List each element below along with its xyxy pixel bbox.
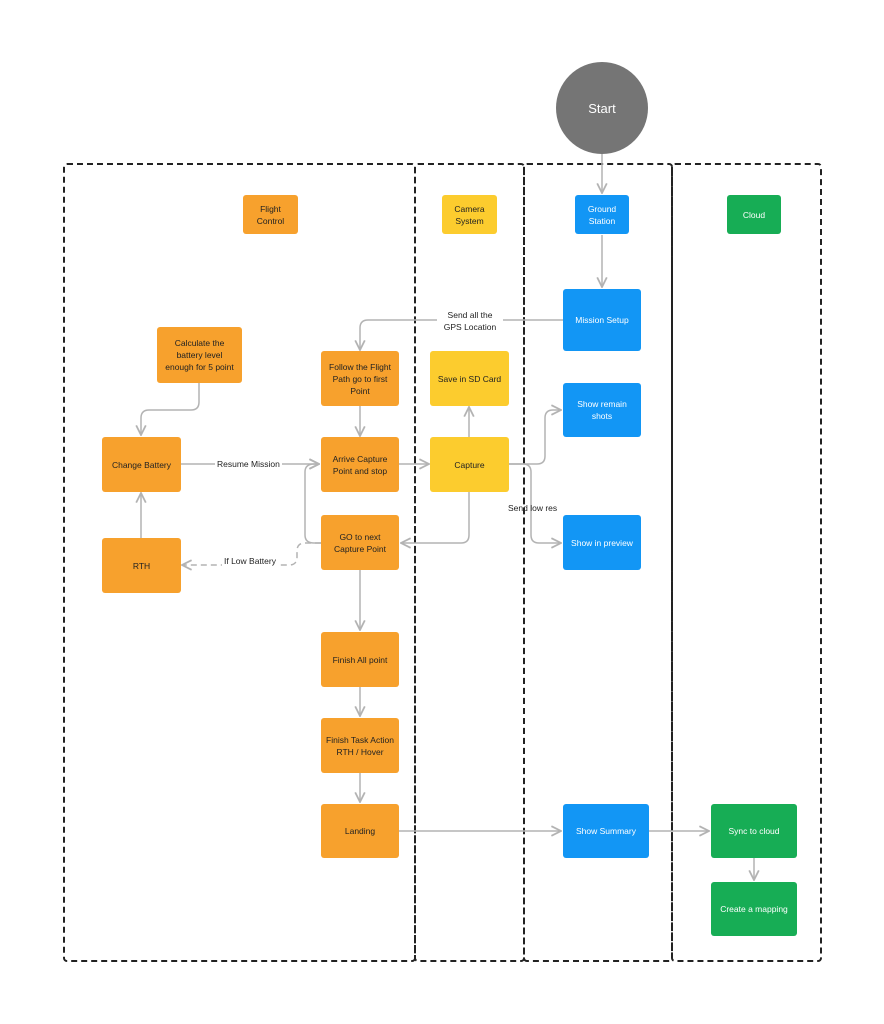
lane-header-flight-control: Flight Control xyxy=(243,195,298,234)
edge-calc-change xyxy=(141,383,200,435)
node-calculate-battery: Calculate the battery level enough for 5… xyxy=(157,327,242,383)
edge-mission-follow xyxy=(360,319,563,350)
label-resume-mission: Resume Mission xyxy=(215,458,282,470)
lane-header-cloud: Cloud xyxy=(727,195,781,234)
node-show-summary: Show Summary xyxy=(563,804,649,858)
edge-gonext-rth xyxy=(182,542,321,565)
node-follow-flight-path: Follow the Flight Path go to first Point xyxy=(321,351,399,406)
edge-gonext-arrive xyxy=(304,464,321,544)
node-landing: Landing xyxy=(321,804,399,858)
start-node: Start xyxy=(556,62,648,154)
node-show-in-preview: Show in preview xyxy=(563,515,641,570)
node-create-mapping: Create a mapping xyxy=(711,882,797,936)
node-change-battery: Change Battery xyxy=(102,437,181,492)
lane-header-ground-station: Ground Station xyxy=(575,195,629,234)
node-arrive-capture-point: Arrive Capture Point and stop xyxy=(321,437,399,492)
node-mission-setup: Mission Setup xyxy=(563,289,641,351)
node-sync-to-cloud: Sync to cloud xyxy=(711,804,797,858)
node-rth: RTH xyxy=(102,538,181,593)
node-capture: Capture xyxy=(430,437,509,492)
edge-capture-preview xyxy=(509,463,561,543)
node-save-sd-card: Save in SD Card xyxy=(430,351,509,406)
node-finish-all-point: Finish All point xyxy=(321,632,399,687)
node-show-remain-shots: Show remain shots xyxy=(563,383,641,437)
label-send-low-res: Send low res xyxy=(508,503,558,513)
label-if-low-battery: If Low Battery xyxy=(222,555,278,567)
label-send-gps-location: Send all the GPS Location xyxy=(437,309,503,333)
lane-header-camera-system: Camera System xyxy=(442,195,497,234)
edge-capture-gonext xyxy=(401,492,470,543)
node-go-next-capture-point: GO to next Capture Point xyxy=(321,515,399,570)
lane-cloud xyxy=(671,163,822,962)
edge-capture-remain xyxy=(509,410,561,465)
node-finish-task-action: Finish Task Action RTH / Hover xyxy=(321,718,399,773)
